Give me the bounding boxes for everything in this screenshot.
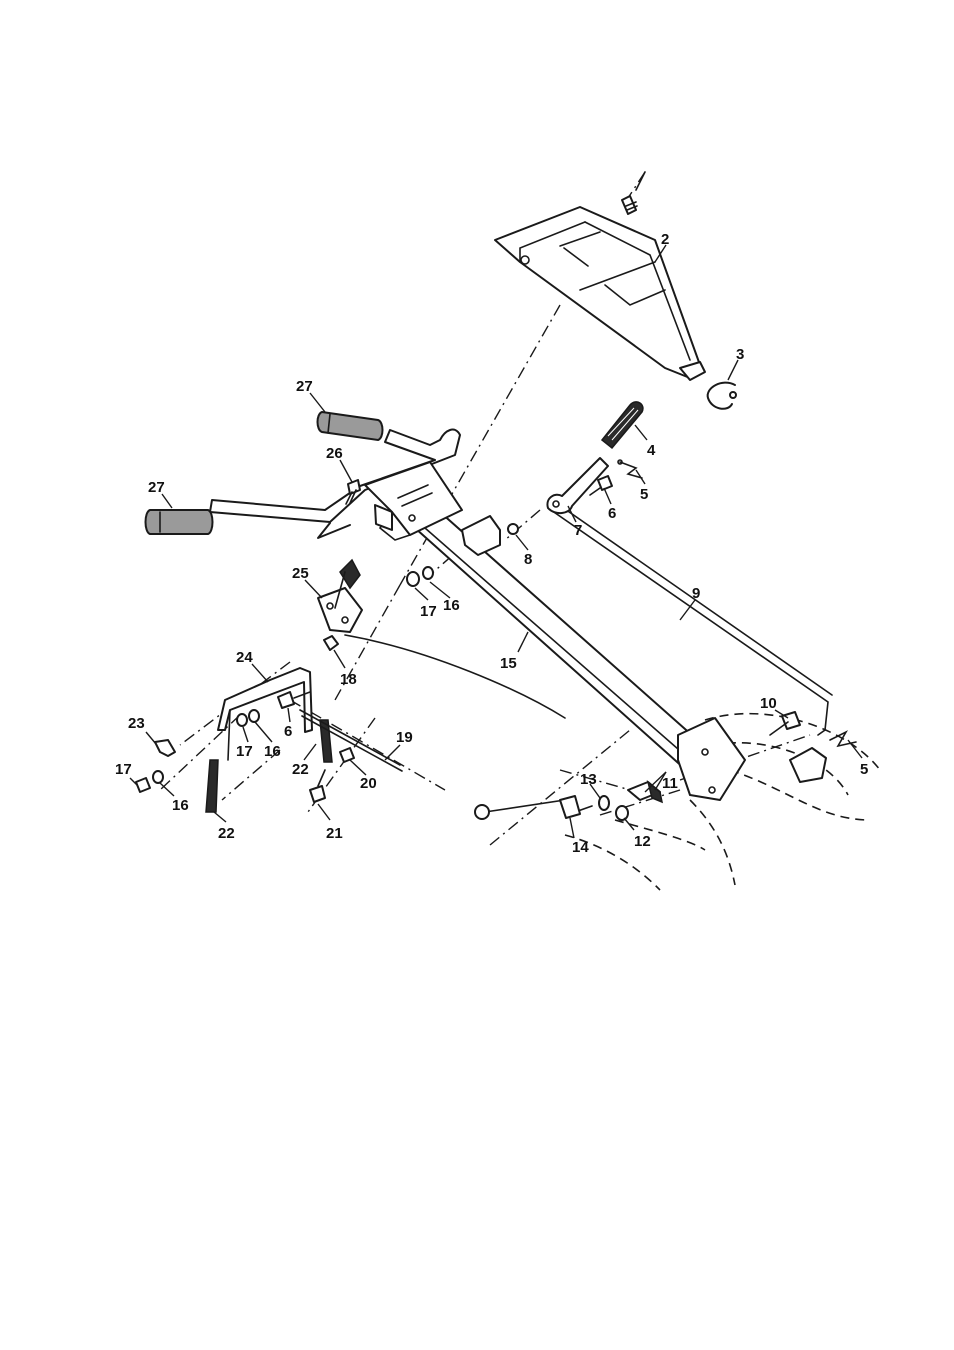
callout-22: 22 [292,761,309,778]
rod-clamp [790,748,826,782]
shift-bracket [318,560,362,632]
nut-12 [616,806,628,820]
washer-13 [599,796,609,810]
callout-20: 20 [360,775,377,792]
callout-16: 16 [443,597,460,614]
shift-cable [345,635,565,718]
clip-23 [155,740,175,756]
handle-grip-upper [318,412,383,440]
callout-16: 16 [264,743,281,760]
callout-12: 12 [634,833,651,850]
top-screw [622,172,645,214]
callout-19: 19 [396,729,413,746]
nut-20 [340,748,354,762]
callout-4: 4 [647,442,656,459]
washers-17-16-lower [136,771,163,792]
control-rod [548,500,832,735]
callout-11: 11 [662,775,678,792]
tube-end-bracket [678,718,745,800]
callout-27: 27 [148,479,165,496]
callout-27: 27 [296,378,313,395]
bracket-8 [462,516,518,555]
callout-6: 6 [284,723,292,740]
callout-9: 9 [692,585,700,602]
callout-14: 14 [572,839,589,856]
callout-18: 18 [340,671,357,688]
callout-17: 17 [115,761,132,778]
shift-rod [475,796,592,819]
handle-tube [415,512,720,778]
callout-21: 21 [326,825,343,842]
callout-10: 10 [760,695,777,712]
callout-25: 25 [292,565,309,582]
callout-5: 5 [640,486,648,503]
retaining-ring [708,383,736,409]
callout-8: 8 [524,551,532,568]
bolt-21 [310,770,325,802]
callout-15: 15 [500,655,517,672]
callout-26: 26 [326,445,343,462]
callout-6: 6 [608,505,616,522]
threaded-rod-22-left [206,760,218,812]
callout-22: 22 [218,825,235,842]
hairpin-clip-upper [618,460,642,478]
nut-18 [324,636,338,650]
callout-16: 16 [172,797,189,814]
callout-3: 3 [736,346,744,363]
handle-grip-lower [146,510,213,534]
lever-7 [547,458,608,513]
callout-24: 24 [236,649,253,666]
console-shroud [495,207,705,380]
washers-17-16-upper [407,567,433,586]
callout-17: 17 [420,603,437,620]
callout-23: 23 [128,715,145,732]
lever-grip [602,402,643,448]
callout-7: 7 [574,522,582,539]
callout-13: 13 [580,771,597,788]
callout-2: 2 [661,231,669,248]
callout-17: 17 [236,743,253,760]
callout-5: 5 [860,761,868,778]
